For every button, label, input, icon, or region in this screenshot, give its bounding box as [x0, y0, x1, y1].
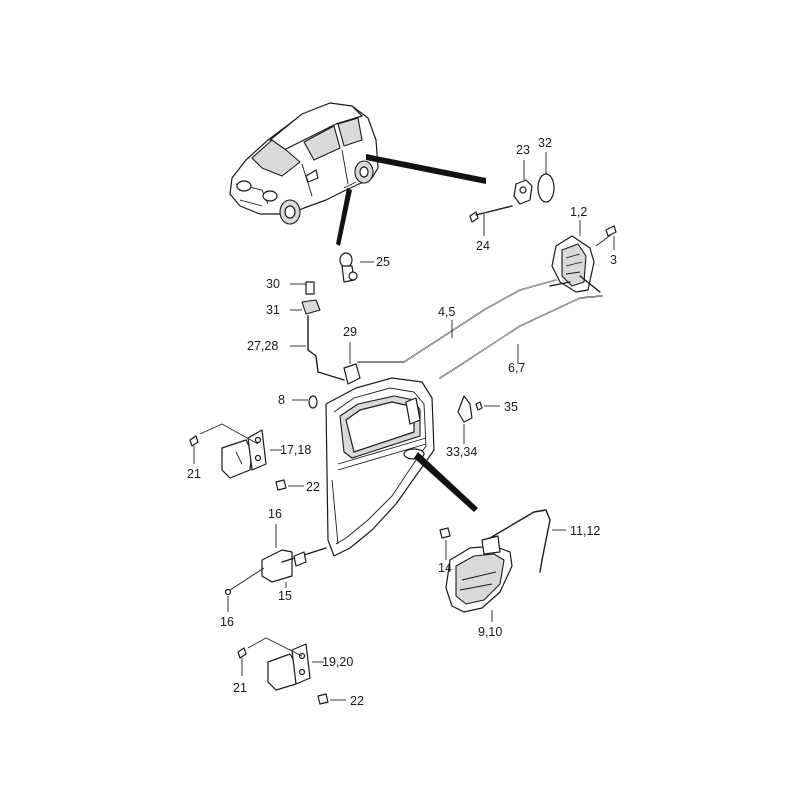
label-29: 29: [343, 325, 357, 339]
label-21-lower: 21: [233, 681, 247, 695]
lock-knob-parts: [457, 395, 500, 444]
inside-lock-knob-parts: [290, 281, 361, 385]
upper-hinge-parts: [189, 423, 304, 491]
label-19-20: 19,20: [322, 655, 353, 669]
label-22-upper: 22: [306, 480, 320, 494]
label-31: 31: [266, 303, 280, 317]
label-21-upper: 21: [187, 467, 201, 481]
label-33-34: 33,34: [446, 445, 477, 459]
label-17-18: 17,18: [280, 443, 311, 457]
label-27-28: 27,28: [247, 339, 278, 353]
lock-rods: [357, 279, 603, 379]
striker-parts: [469, 152, 555, 236]
label-24: 24: [476, 239, 490, 253]
label-11-12: 11,12: [570, 524, 600, 538]
label-6-7: 6,7: [508, 361, 525, 375]
label-16-bottom: 16: [220, 615, 234, 629]
label-30: 30: [266, 277, 280, 291]
car-illustration: [229, 102, 379, 225]
rear-door: [325, 377, 435, 557]
door-lock-assembly: [549, 220, 617, 293]
part-number-labels: 1,2 3 4,5 6,7 8 9,10 11,12 14 15 16 16 1…: [187, 136, 617, 708]
outside-handle-parts: [439, 509, 566, 622]
label-1-2: 1,2: [570, 205, 587, 219]
label-9-10: 9,10: [478, 625, 502, 639]
door-bumper-part: [292, 395, 318, 409]
door-check-parts: [224, 524, 327, 612]
label-16-top: 16: [268, 507, 282, 521]
label-3: 3: [610, 253, 617, 267]
label-32: 32: [538, 136, 552, 150]
callout-wedge-handle: [414, 452, 478, 512]
label-25: 25: [376, 255, 390, 269]
label-8: 8: [278, 393, 285, 407]
label-4-5: 4,5: [438, 305, 455, 319]
callout-wedge-lower: [336, 188, 352, 246]
label-35: 35: [504, 400, 518, 414]
label-15: 15: [278, 589, 292, 603]
label-14: 14: [438, 561, 452, 575]
key-cylinder-part: [339, 252, 374, 283]
callout-wedge-upper: [366, 154, 486, 184]
label-22-lower: 22: [350, 694, 364, 708]
lower-hinge-parts: [237, 637, 346, 705]
label-23: 23: [516, 143, 530, 157]
